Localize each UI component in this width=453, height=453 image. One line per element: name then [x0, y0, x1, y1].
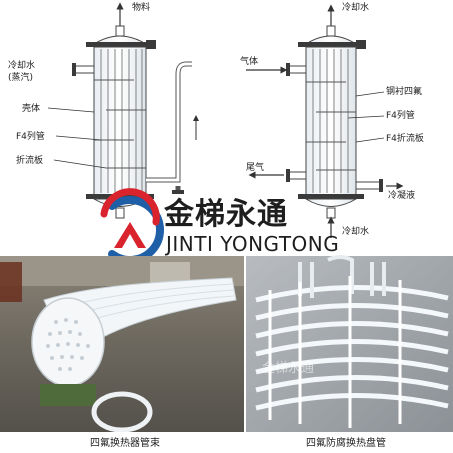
right-bottom-flange: [298, 194, 364, 199]
left-baffle-label: 折流板: [16, 154, 43, 166]
left-photo-coil-stack: [150, 262, 190, 284]
right-gas-inlet-label: 气体: [240, 55, 258, 67]
right-lining-label: 钢衬四氟: [386, 85, 422, 97]
left-heat-exchanger: 物料 冷却水 (蒸汽) 壳体: [8, 1, 199, 219]
left-shell: [93, 46, 147, 196]
right-top-flange: [298, 42, 364, 47]
left-top-outlet-label: 物料: [132, 1, 150, 13]
right-bottom-inlet-label: 冷却水: [342, 225, 369, 237]
right-baffle-label: F4折流板: [386, 132, 424, 144]
right-photo-caption: 四氟防腐换热盘管: [306, 436, 386, 449]
left-tube-label: F4列管: [16, 130, 45, 142]
left-caption-strip: [0, 432, 244, 453]
left-cooling-inlet-label: 冷却水: [8, 59, 35, 71]
right-top-side-flange: [356, 40, 366, 49]
right-caption-strip: [246, 432, 453, 453]
right-bottom-nozzle: [326, 207, 336, 219]
right-tail-gas-nozzle: [287, 171, 307, 180]
right-gas-inlet-flange: [286, 63, 290, 76]
right-tail-gas-flange: [286, 169, 290, 182]
left-shell-label: 壳体: [22, 102, 40, 114]
right-top-outlet-label: 冷却水: [342, 1, 369, 13]
left-cooling-inlet-sublabel: (蒸汽): [8, 71, 33, 83]
brand-english-name: JINTI YONGTONG: [164, 232, 339, 256]
left-top-nozzle: [115, 25, 125, 37]
left-tube-bundle: [100, 49, 143, 193]
right-photo-coil-spacers: [268, 276, 402, 428]
logo-white-notch: [122, 234, 138, 248]
right-top-nozzle: [326, 25, 336, 37]
left-return-flange: [172, 190, 184, 194]
right-gas-inlet-nozzle: [287, 65, 307, 74]
left-photo-stand: [40, 384, 96, 406]
right-tube-bundle: [312, 49, 349, 193]
right-tube-label: F4列管: [386, 109, 415, 121]
right-baffle-leader: [355, 137, 385, 143]
left-top-flange: [86, 42, 154, 47]
left-photo-caption: 四氟换热器管束: [90, 436, 160, 449]
right-tail-gas-label: 尾气: [246, 161, 264, 173]
right-photo-watermark: 金梯永通: [262, 360, 314, 376]
logo-red-arc: [100, 188, 160, 226]
left-photo-machine: [0, 262, 22, 302]
left-tube-leader: [55, 135, 102, 141]
right-shell: [305, 46, 357, 196]
left-shell-leader: [47, 107, 95, 113]
left-baffle-leader: [53, 159, 107, 169]
right-photo-coil: 金梯永通 四氟防腐换热盘管: [246, 255, 453, 453]
left-photo-tube-bundle: 四氟换热器管束: [0, 256, 244, 453]
brand-chinese-name: 金梯永通: [163, 197, 288, 232]
left-cooling-inlet-flange: [72, 63, 76, 76]
right-heat-exchanger: 冷却水 气体 钢衬四氟 F4列管 F4折流板: [240, 1, 424, 238]
left-top-side-flange: [146, 40, 156, 49]
right-condensate-nozzle: [355, 181, 381, 190]
brand-logo: [100, 188, 164, 264]
left-photo-tube-holes: [46, 318, 90, 371]
right-tube-leader: [347, 115, 385, 119]
right-lining-leader: [355, 91, 385, 97]
left-bottom-nozzle: [115, 207, 125, 219]
right-bottom-head: [304, 198, 358, 207]
left-cooling-inlet-nozzle: [73, 65, 95, 74]
right-baffles: [306, 81, 356, 171]
right-condensate-flange: [379, 179, 383, 192]
left-photo-ring: [91, 391, 153, 433]
left-return-pipe: [146, 61, 192, 183]
left-return-pipe-inner: [146, 62, 192, 182]
right-condensate-label: 冷凝液: [388, 189, 415, 201]
